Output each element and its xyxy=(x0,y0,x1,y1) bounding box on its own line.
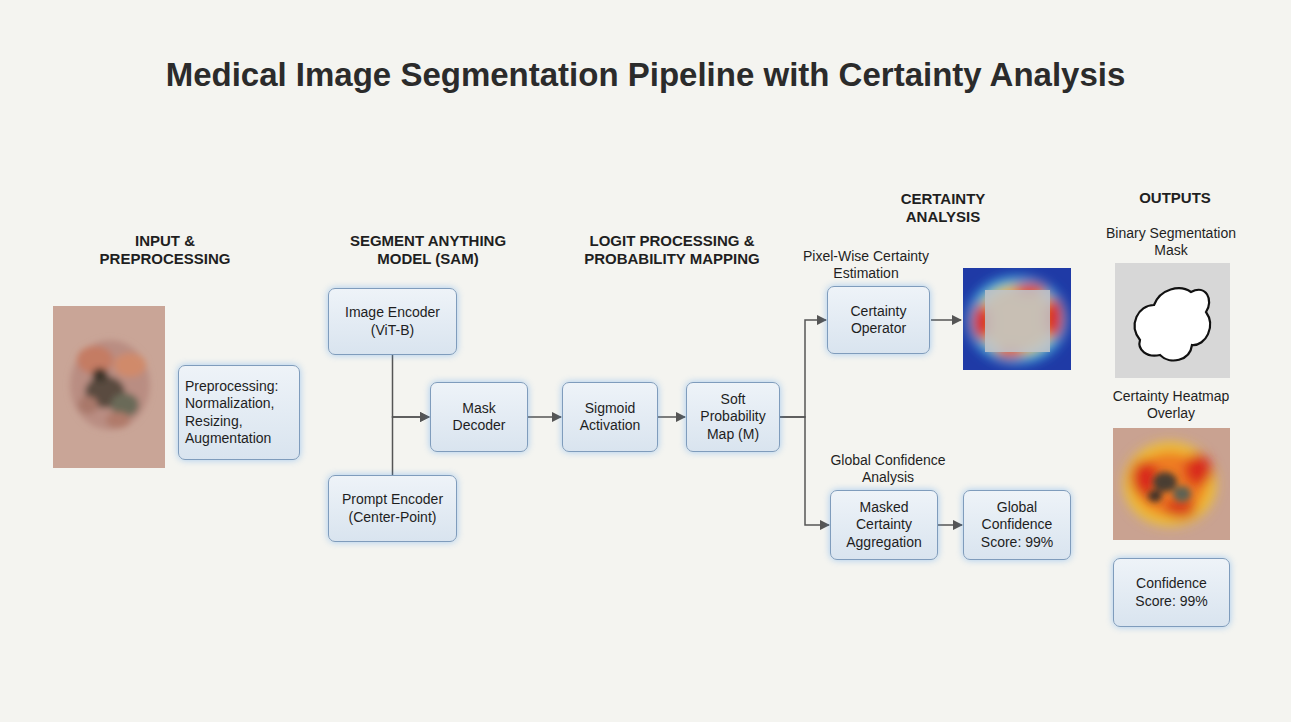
column-heading: OUTPUTS xyxy=(1110,189,1240,207)
process-box: Confidence Score: 99% xyxy=(1113,558,1230,627)
process-box: Mask Decoder xyxy=(430,382,528,452)
box-text: Prompt Encoder (Center-Point) xyxy=(335,491,450,525)
flow-arrow xyxy=(780,320,826,417)
certainty-heatmap xyxy=(963,268,1071,370)
column-heading: CERTAINTY ANALYSIS xyxy=(878,190,1008,227)
arrow-to-heatmap xyxy=(931,319,961,321)
input-image xyxy=(53,306,165,468)
column-heading: LOGIT PROCESSING & PROBABILITY MAPPING xyxy=(565,232,780,269)
process-box: Image Encoder (ViT-B) xyxy=(328,288,457,355)
box-text: Certainty Operator xyxy=(834,303,923,337)
flow-arrow xyxy=(938,524,962,526)
box-text: Sigmoid Activation xyxy=(569,400,651,434)
process-box: Sigmoid Activation xyxy=(562,382,658,452)
process-box: Masked Certainty Aggregation xyxy=(830,490,938,560)
process-box: Prompt Encoder (Center-Point) xyxy=(328,475,457,542)
heatmap-overlay-image xyxy=(1113,428,1230,540)
flow-arrow xyxy=(780,417,829,525)
box-text: Masked Certainty Aggregation xyxy=(837,499,931,550)
column-heading: SEGMENT ANYTHING MODEL (SAM) xyxy=(328,232,528,269)
section-label: Binary Segmentation Mask xyxy=(1096,225,1246,259)
flow-arrow xyxy=(393,417,430,475)
flow-arrow xyxy=(528,416,561,418)
process-box: Soft Probability Map (M) xyxy=(686,382,780,452)
box-text: Preprocessing: Normalization, Resizing, … xyxy=(185,378,293,446)
process-box: Global Confidence Score: 99% xyxy=(963,490,1071,560)
column-heading: INPUT & PREPROCESSING xyxy=(80,232,250,269)
section-label: Certainty Heatmap Overlay xyxy=(1096,388,1246,422)
process-box: Certainty Operator xyxy=(827,286,930,354)
flow-arrow xyxy=(658,416,685,418)
box-text: Global Confidence Score: 99% xyxy=(970,499,1064,550)
diagram-title: Medical Image Segmentation Pipeline with… xyxy=(0,56,1291,94)
process-box: Preprocessing: Normalization, Resizing, … xyxy=(178,365,300,460)
box-text: Mask Decoder xyxy=(437,400,521,434)
flow-arrow xyxy=(393,355,430,417)
binary-mask-image xyxy=(1115,263,1230,378)
section-label: Global Confidence Analysis xyxy=(813,452,963,486)
section-label: Pixel-Wise Certainty Estimation xyxy=(786,248,946,282)
box-text: Confidence Score: 99% xyxy=(1120,575,1223,609)
box-text: Soft Probability Map (M) xyxy=(693,391,773,442)
box-text: Image Encoder (ViT-B) xyxy=(335,304,450,338)
